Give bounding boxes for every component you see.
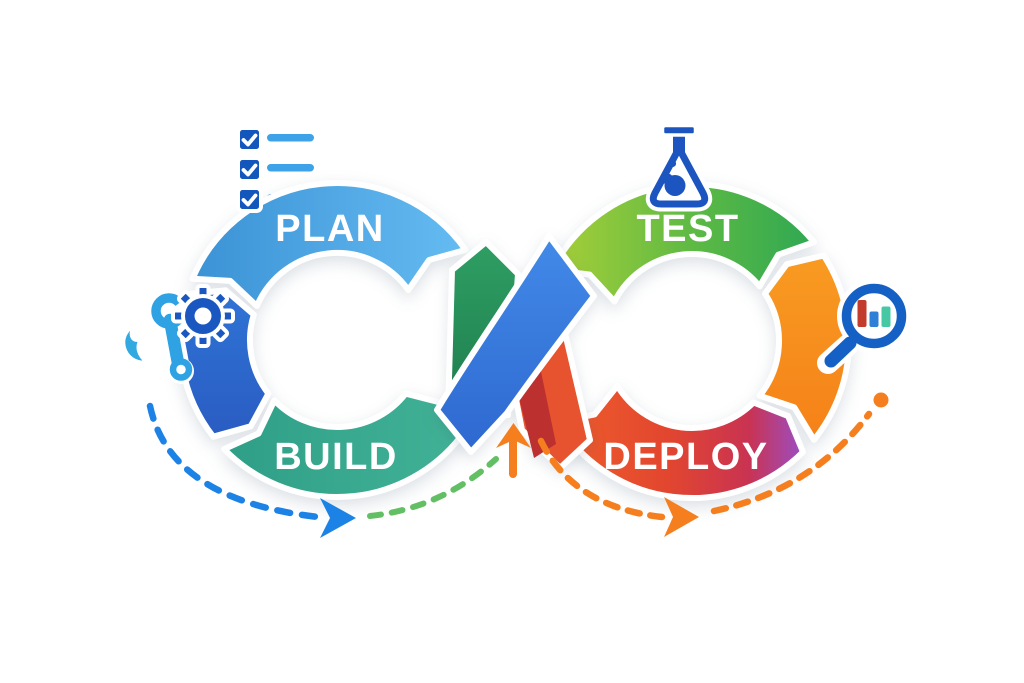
orange-arrowhead-icon [664,497,699,537]
tail-end-dot [873,392,889,408]
checklist-line [267,134,314,142]
orange-dashed-arrow [537,437,666,521]
green-dashed-arc [367,456,499,519]
mini-bar-chart [857,300,891,327]
orange-dashed-tail [710,410,873,515]
flow-arrows [146,392,889,538]
center-crossing [434,233,597,471]
deploy-label: DEPLOY [603,436,768,478]
blue-dashed-arrow [146,402,322,521]
left-loop [177,180,469,500]
magnifier-chart-icon [817,279,911,374]
flame-icon [122,317,152,364]
flask-bubble [668,159,677,168]
checkbox [236,156,263,183]
blue-arrowhead-icon [320,498,356,538]
flask-icon [645,123,713,212]
center-up-arrow [496,423,531,478]
wrench-gear-icon [122,284,235,384]
check-mark [241,163,258,177]
check-mark [241,193,258,207]
checkbox [236,126,263,153]
test-label: TEST [636,208,739,250]
test-arc-segment [549,181,817,305]
check-mark [241,133,258,147]
magnifier-handle [824,336,857,368]
up-arrowhead-icon [496,423,531,448]
build-arc-segment [221,390,464,500]
checklist-line [267,164,314,172]
plan-label: PLAN [275,208,384,250]
checkbox [236,186,263,213]
center-blue-ribbon [434,233,597,455]
build-label: BUILD [274,436,398,478]
gear-icon [171,284,235,348]
checklist-icon [236,126,263,213]
